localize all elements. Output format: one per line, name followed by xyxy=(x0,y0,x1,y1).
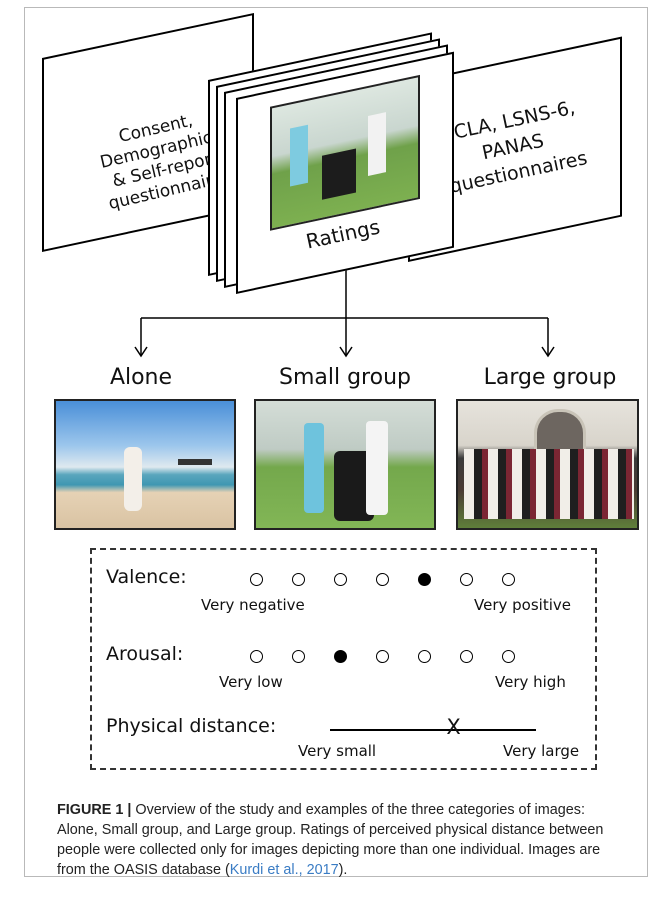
distance-low-label: Very small xyxy=(298,742,377,760)
arousal-option-7[interactable] xyxy=(502,650,515,663)
alone-photo xyxy=(54,399,236,530)
valence-option-3[interactable] xyxy=(334,573,347,586)
category-label-alone: Alone xyxy=(109,365,173,390)
figure-number: FIGURE 1 | xyxy=(57,802,132,818)
valence-option-7[interactable] xyxy=(502,573,515,586)
alone-boat xyxy=(178,459,212,465)
valence-low-label: Very negative xyxy=(201,596,305,614)
large-group-crowd xyxy=(464,449,634,519)
large-group-arch xyxy=(534,409,586,452)
distance-slider-line xyxy=(330,729,536,731)
small-group-girl-left xyxy=(304,423,324,513)
distance-label: Physical distance: xyxy=(106,715,277,737)
valence-label: Valence: xyxy=(106,566,187,588)
caption-text: Overview of the study and examples of th… xyxy=(57,802,604,878)
rating-card-photo xyxy=(270,74,420,231)
arousal-low-label: Very low xyxy=(219,673,283,691)
distance-mark: X xyxy=(446,715,461,739)
category-label-small-group: Small group xyxy=(279,365,411,390)
figure-caption: FIGURE 1 | Overview of the study and exa… xyxy=(57,800,617,880)
arousal-option-6[interactable] xyxy=(460,650,473,663)
valence-option-4[interactable] xyxy=(376,573,389,586)
alone-person xyxy=(124,447,142,511)
category-label-large-group: Large group xyxy=(483,365,617,390)
arousal-label: Arousal: xyxy=(106,643,184,665)
arousal-option-2[interactable] xyxy=(292,650,305,663)
valence-high-label: Very positive xyxy=(474,596,571,614)
caption-citation-link[interactable]: Kurdi et al., 2017 xyxy=(229,862,339,878)
arousal-option-4[interactable] xyxy=(376,650,389,663)
arousal-high-label: Very high xyxy=(495,673,566,691)
arousal-option-3[interactable] xyxy=(334,650,347,663)
small-group-photo xyxy=(254,399,436,530)
large-group-photo xyxy=(456,399,639,530)
rating-scales-panel xyxy=(90,548,597,770)
arousal-option-1[interactable] xyxy=(250,650,263,663)
valence-option-2[interactable] xyxy=(292,573,305,586)
caption-closing: ). xyxy=(338,862,348,878)
small-group-girl-right xyxy=(366,421,388,515)
arousal-option-5[interactable] xyxy=(418,650,431,663)
valence-option-5[interactable] xyxy=(418,573,431,586)
distance-high-label: Very large xyxy=(503,742,580,760)
valence-option-1[interactable] xyxy=(250,573,263,586)
valence-option-6[interactable] xyxy=(460,573,473,586)
